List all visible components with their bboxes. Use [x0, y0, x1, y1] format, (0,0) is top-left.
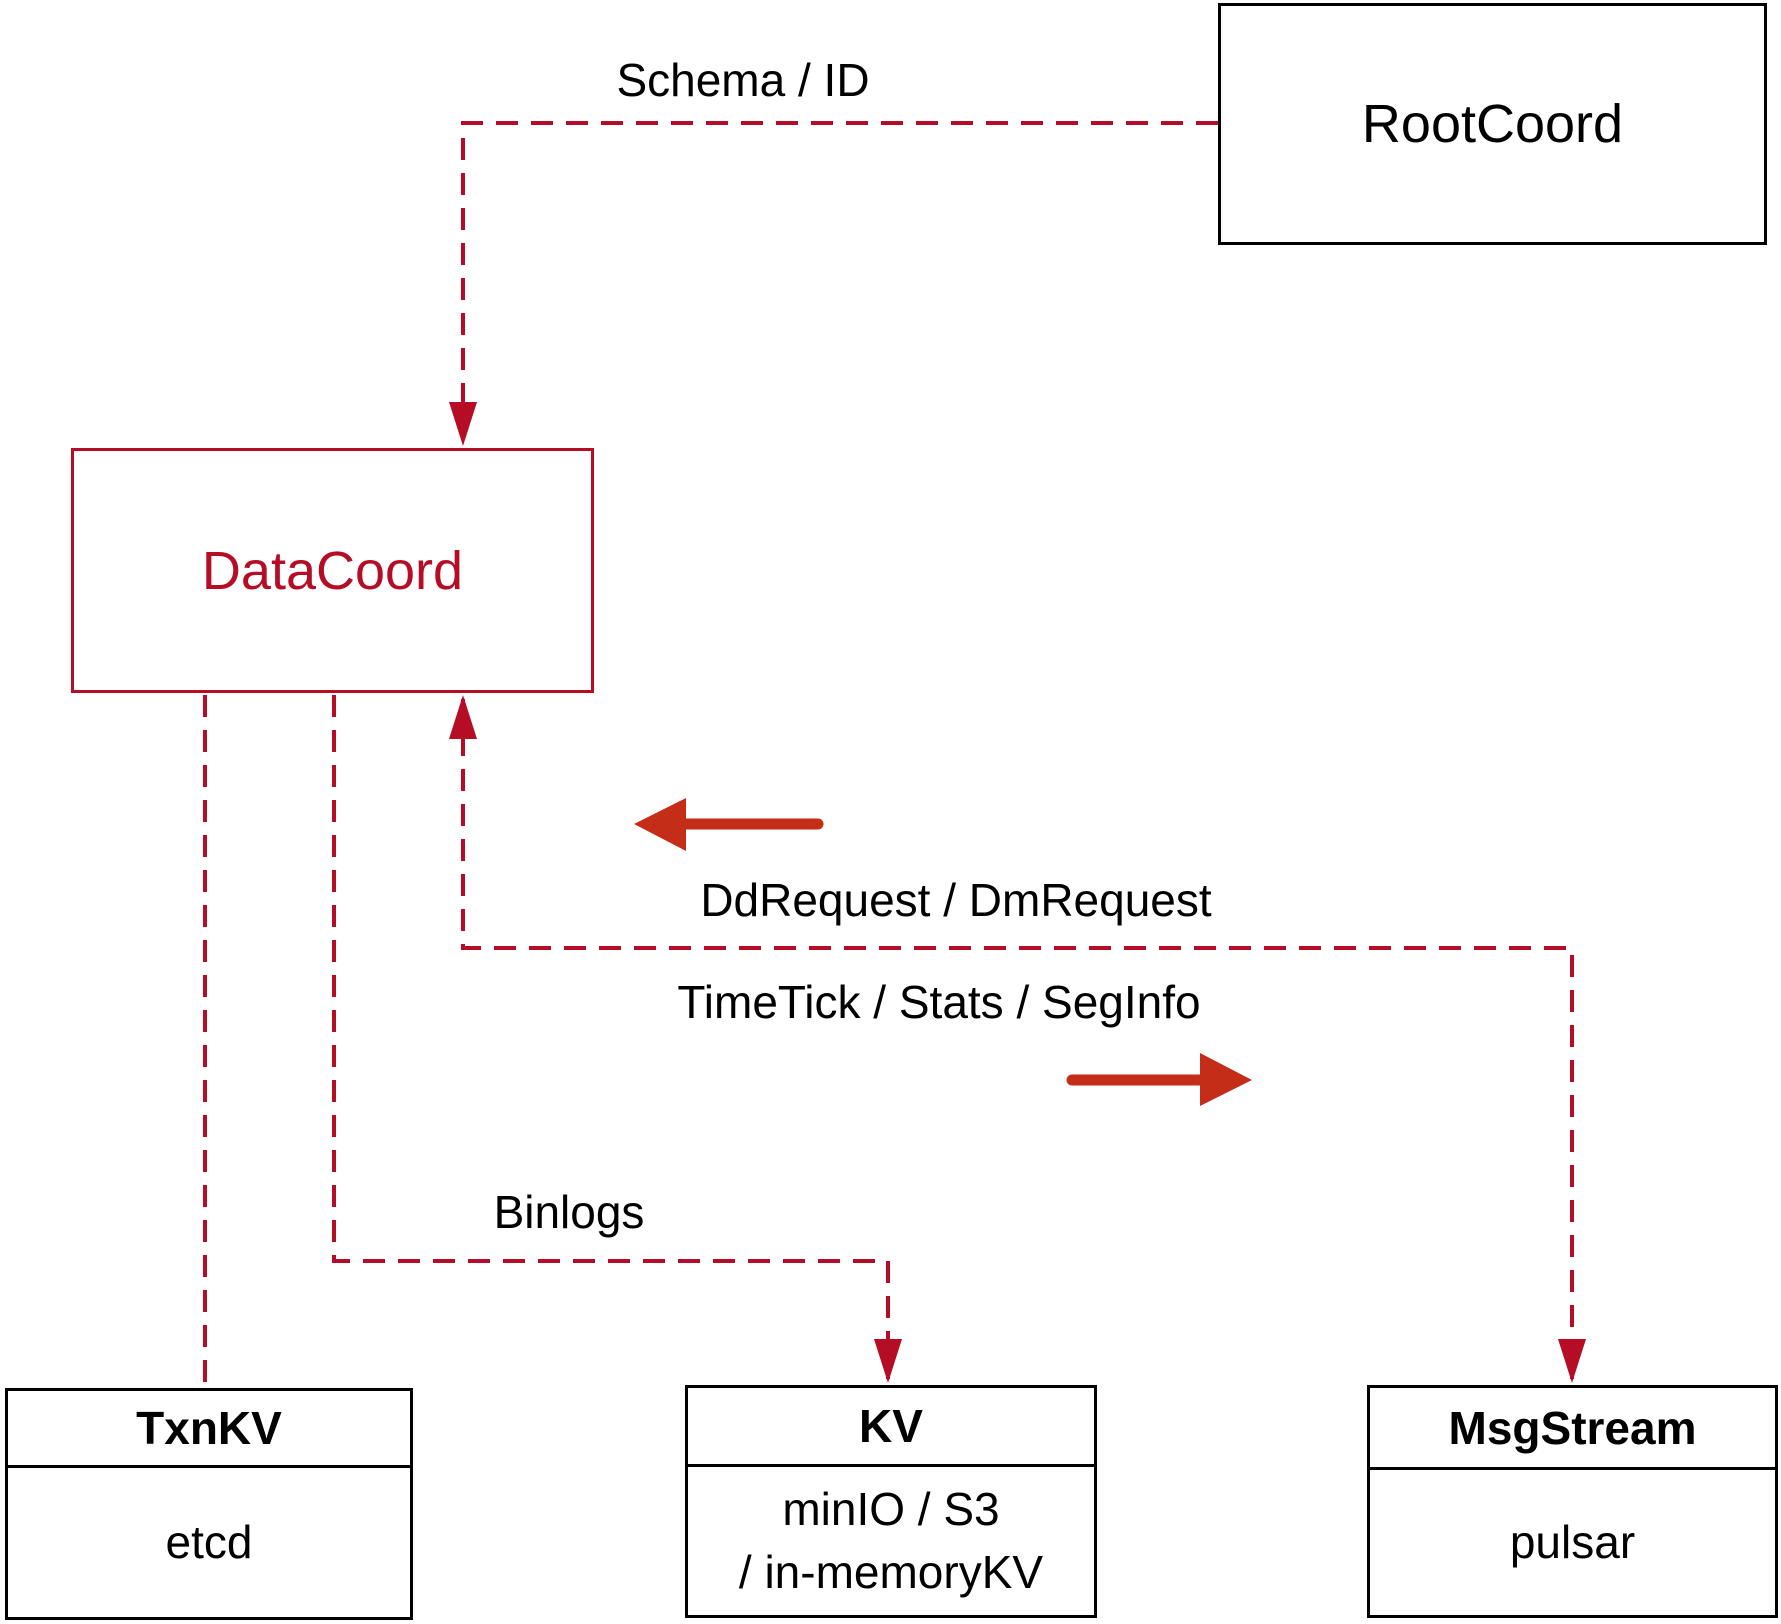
edge-datacoord-msgstream — [449, 695, 1586, 1383]
edge-rootcoord-datacoord — [449, 121, 1218, 446]
edge-label-schema-id: Schema / ID — [616, 54, 870, 106]
edge-label-ddrequest: DdRequest / DmRequest — [700, 874, 1212, 926]
node-msgstream-title: MsgStream — [1370, 1388, 1775, 1470]
node-txnkv: TxnKV etcd — [5, 1388, 413, 1620]
node-kv-body: minIO / S3 / in-memoryKV — [688, 1467, 1094, 1615]
edge-datacoord-kv-binlogs — [332, 695, 902, 1383]
edge-label-binlogs: Binlogs — [493, 1186, 645, 1238]
node-kv-body-line2: / in-memoryKV — [738, 1546, 1044, 1598]
flow-arrow-right-icon — [1066, 1053, 1252, 1106]
node-txnkv-title: TxnKV — [8, 1391, 410, 1468]
node-txnkv-body: etcd — [8, 1468, 410, 1617]
node-rootcoord: RootCoord — [1218, 3, 1767, 245]
node-msgstream-body: pulsar — [1370, 1470, 1775, 1615]
node-kv-body-line1: minIO / S3 — [782, 1482, 1000, 1535]
node-kv-title: KV — [688, 1388, 1094, 1467]
node-msgstream: MsgStream pulsar — [1367, 1385, 1778, 1618]
node-rootcoord-label: RootCoord — [1361, 94, 1624, 154]
node-msgstream-body-line: pulsar — [1509, 1515, 1636, 1568]
node-datacoord: DataCoord — [71, 448, 594, 693]
node-kv: KV minIO / S3 / in-memoryKV — [685, 1385, 1097, 1618]
flow-arrow-left-icon — [634, 798, 824, 851]
node-datacoord-label: DataCoord — [201, 540, 464, 601]
node-txnkv-body-line: etcd — [165, 1515, 253, 1568]
edge-label-timetick: TimeTick / Stats / SegInfo — [677, 976, 1201, 1028]
